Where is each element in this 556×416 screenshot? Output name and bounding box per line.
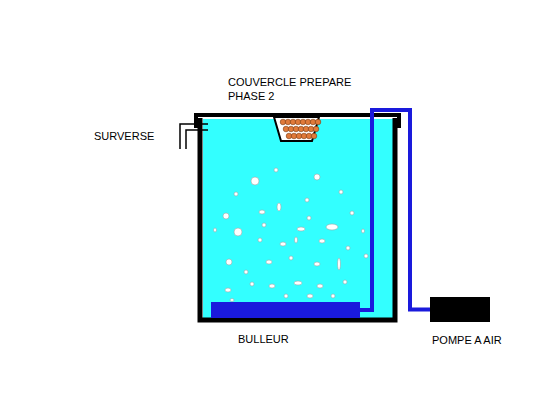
overflow-label: SURVERSE bbox=[94, 129, 174, 143]
bubbler-bar: BULLEUR bbox=[211, 302, 360, 318]
air-bubble bbox=[259, 210, 265, 214]
air-bubble bbox=[214, 228, 217, 232]
clay-ball bbox=[311, 133, 317, 139]
air-bubble bbox=[258, 238, 262, 242]
air-bubble bbox=[226, 259, 232, 265]
air-bubble bbox=[295, 237, 298, 243]
air-pump: POMPE A AIR bbox=[430, 297, 490, 322]
clay-ball bbox=[313, 126, 319, 132]
air-bubble bbox=[350, 211, 354, 215]
air-bubble bbox=[262, 223, 266, 227]
air-bubble bbox=[364, 254, 368, 258]
air-bubble bbox=[244, 270, 248, 274]
air-bubble bbox=[331, 294, 335, 298]
air-bubble bbox=[307, 294, 313, 298]
clay-balls bbox=[280, 119, 321, 139]
air-bubble bbox=[269, 284, 275, 288]
air-bubble bbox=[339, 190, 343, 194]
air-bubble bbox=[338, 258, 341, 270]
air-bubble bbox=[305, 198, 309, 202]
air-bubble bbox=[251, 177, 259, 185]
part-label: POMPE A AIR bbox=[432, 333, 502, 347]
air-bubble bbox=[314, 174, 320, 180]
air-bubble bbox=[284, 294, 288, 298]
air-bubble bbox=[277, 203, 281, 211]
air-bubble bbox=[234, 228, 242, 236]
air-bubble bbox=[307, 216, 311, 220]
air-bubble bbox=[343, 280, 347, 284]
tank-wall bbox=[200, 118, 395, 320]
air-bubble bbox=[266, 260, 272, 264]
air-tube bbox=[360, 110, 430, 310]
overflow-pipe bbox=[186, 130, 208, 149]
overflow-pipe bbox=[180, 124, 186, 130]
air-bubble bbox=[362, 229, 365, 233]
air-bubbles bbox=[214, 168, 369, 302]
water bbox=[203, 119, 393, 319]
overflow-pipe bbox=[180, 124, 208, 149]
air-bubble bbox=[280, 242, 286, 246]
air-bubble bbox=[346, 246, 350, 250]
air-bubble bbox=[314, 262, 320, 266]
air-bubble bbox=[289, 256, 293, 260]
air-bubble bbox=[326, 224, 338, 230]
air-bubble bbox=[250, 282, 254, 286]
media-basket bbox=[274, 117, 319, 141]
air-bubble bbox=[225, 288, 231, 292]
air-bubble bbox=[274, 168, 278, 172]
air-bubble bbox=[294, 281, 302, 285]
air-bubble bbox=[297, 227, 305, 231]
air-bubble bbox=[319, 239, 325, 243]
part-label: BULLEUR bbox=[238, 332, 289, 346]
air-bubble bbox=[234, 192, 238, 196]
air-bubble bbox=[223, 213, 229, 219]
air-bubble bbox=[317, 284, 323, 288]
lid-label: COUVERCLE PREPARE PHASE 2 bbox=[228, 75, 356, 103]
clay-ball bbox=[315, 119, 321, 125]
